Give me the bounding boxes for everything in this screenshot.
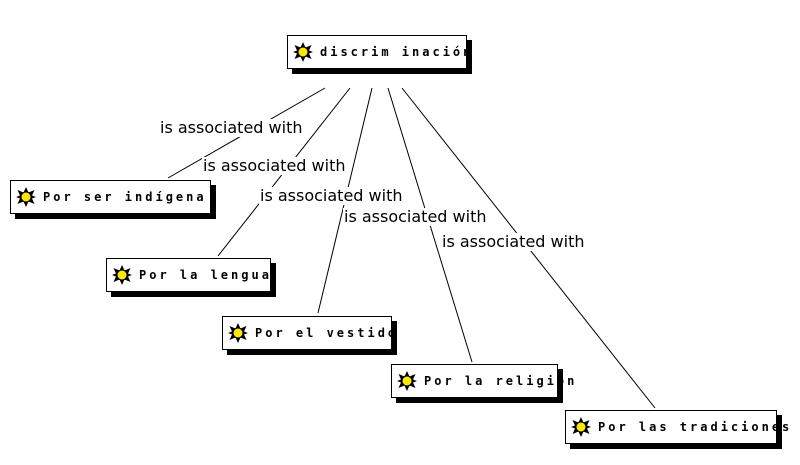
concept-node-religion[interactable]: Por la religión bbox=[391, 364, 574, 398]
node-label: Por la lengua bbox=[139, 268, 272, 282]
concept-icon bbox=[112, 265, 132, 285]
link-label-ser-indigena: is associated with bbox=[159, 118, 304, 137]
concept-icon bbox=[228, 323, 248, 343]
link-label-vestido: is associated with bbox=[259, 186, 404, 205]
link-label-lengua: is associated with bbox=[202, 156, 347, 175]
concept-node-lengua[interactable]: Por la lengua bbox=[106, 258, 271, 292]
concept-icon bbox=[397, 371, 417, 391]
node-label: Por ser indígena bbox=[43, 190, 207, 204]
concept-node-vestido[interactable]: Por el vestido bbox=[222, 316, 395, 350]
node-label: Por el vestido bbox=[255, 326, 399, 340]
node-label: Por las tradiciones bbox=[598, 420, 793, 434]
concept-node-root[interactable]: discrim inación bbox=[287, 35, 470, 69]
link-label-tradiciones: is associated with bbox=[441, 232, 586, 251]
concept-node-ser-indigena[interactable]: Por ser indígena bbox=[10, 180, 211, 214]
link-label-religion: is associated with bbox=[343, 207, 488, 226]
concept-icon bbox=[293, 42, 313, 62]
concept-node-tradiciones[interactable]: Por las tradiciones bbox=[565, 410, 789, 444]
node-label: Por la religión bbox=[424, 374, 578, 388]
concept-icon bbox=[16, 187, 36, 207]
concept-icon bbox=[571, 417, 591, 437]
node-label: discrim inación bbox=[320, 45, 474, 59]
